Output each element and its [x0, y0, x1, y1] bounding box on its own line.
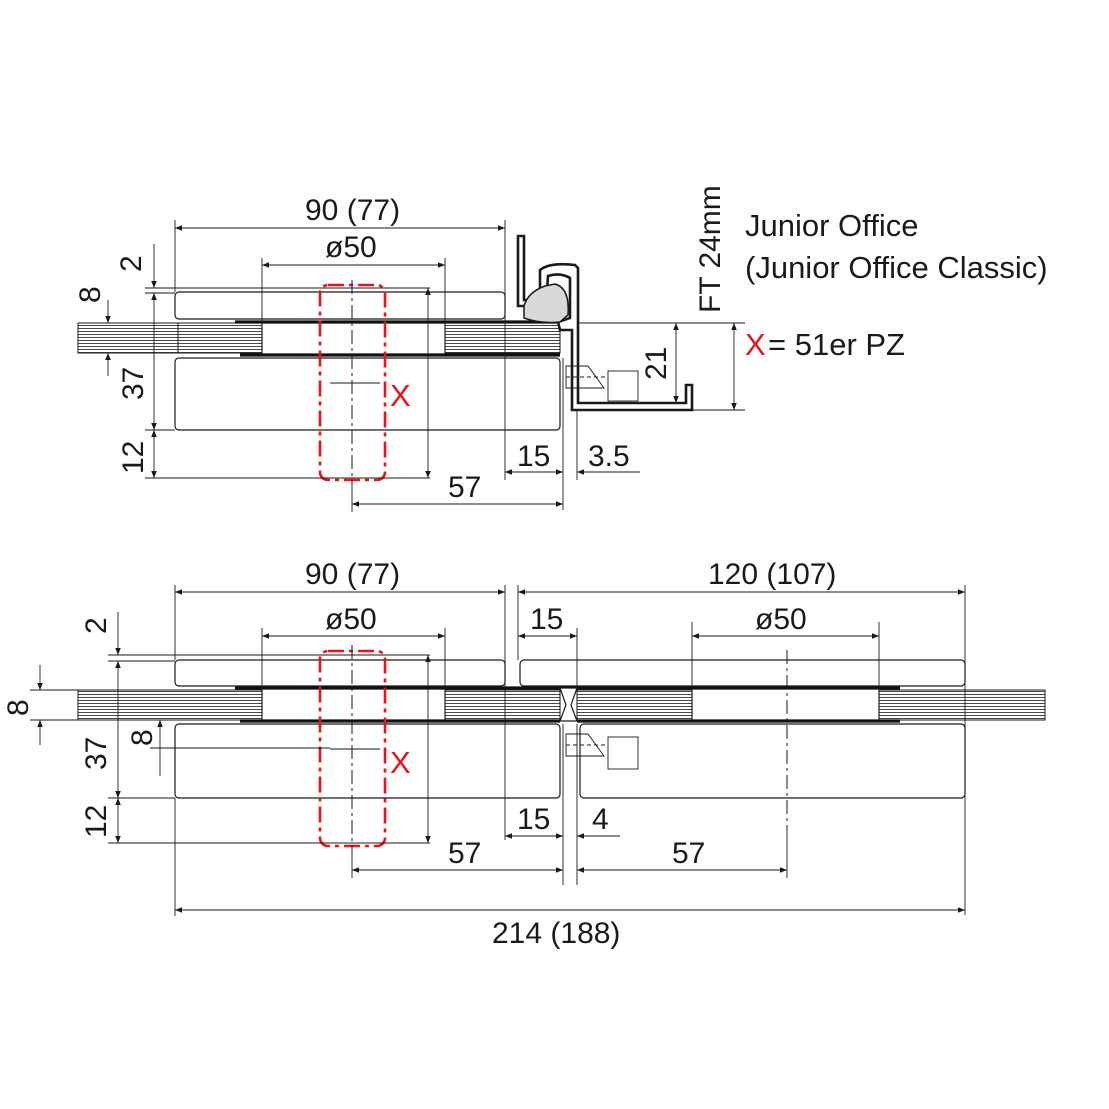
bottom-assembly: X 90 (77) 120 (107) ø50 ø50 15 2 [2, 558, 1046, 950]
bot-glass-left [77, 689, 263, 721]
bot-dim-diameter-left: ø50 [325, 603, 377, 636]
bot-dim-total: 214 (188) [492, 917, 620, 950]
bot-dim-gap-4: 4 [592, 803, 609, 836]
top-frame-seal [523, 283, 569, 324]
bot-striker [607, 736, 639, 770]
bot-dim-rebate-top: 15 [530, 603, 563, 636]
legend: Junior Office (Junior Office Classic) X … [745, 208, 1048, 362]
legend-x-marker: X [745, 327, 766, 362]
bot-upper-plate-right [519, 659, 966, 687]
top-dim-height: 37 [117, 367, 150, 400]
bot-dim-diameter-right: ø50 [755, 603, 807, 636]
bot-dim-height: 37 [80, 737, 113, 770]
top-upper-plate [174, 291, 506, 320]
top-frame-profile [516, 234, 694, 412]
bot-dim-width-left: 90 (77) [305, 558, 400, 591]
top-dim-diameter: ø50 [325, 231, 377, 264]
top-dim-bottom: 12 [117, 441, 150, 474]
legend-x-meaning: = 51er PZ [768, 327, 905, 362]
top-dim-rebate: 15 [517, 440, 550, 473]
bot-lower-plate-left [174, 723, 561, 799]
top-glass-left [77, 322, 179, 354]
bot-dim-gap: 2 [80, 617, 113, 634]
top-dim-depth: 57 [448, 471, 481, 504]
top-striker-bolt [565, 365, 605, 389]
top-dim-frame: 21 [640, 347, 673, 380]
ft-label: FT 24mm [694, 185, 727, 313]
bot-dim-inner: 8 [126, 729, 159, 746]
legend-product-classic: (Junior Office Classic) [745, 250, 1048, 285]
bot-glass-right [878, 689, 1046, 721]
bot-striker-bolt [565, 733, 605, 757]
top-glass-inner-left [177, 322, 263, 354]
top-dim-gap: 2 [115, 255, 148, 272]
bot-dim-depth-left: 57 [448, 837, 481, 870]
bot-x-marker: X [390, 745, 411, 780]
bot-dim-width-right: 120 (107) [708, 558, 836, 591]
top-glass-inner-right [444, 322, 561, 354]
bot-dim-rebate-bottom: 15 [517, 803, 550, 836]
bot-glass-mid-right [576, 689, 693, 721]
bot-glass-mid-left [444, 689, 561, 721]
top-dim-width: 90 (77) [305, 194, 400, 227]
bot-connector [559, 687, 578, 722]
top-dim-offset: 3.5 [588, 440, 630, 473]
top-striker [607, 370, 639, 402]
legend-product: Junior Office [745, 208, 918, 243]
bot-dim-bottom: 12 [80, 805, 113, 838]
bot-dim-depth-right: 57 [672, 837, 705, 870]
top-lower-plate [174, 357, 561, 431]
bot-upper-plate-left [174, 659, 506, 687]
bot-dim-glass: 8 [2, 699, 35, 716]
top-dim-glass: 8 [74, 286, 107, 303]
top-x-marker: X [390, 378, 411, 413]
top-assembly: X 90 (77) ø50 2 8 37 12 15 [74, 185, 745, 512]
